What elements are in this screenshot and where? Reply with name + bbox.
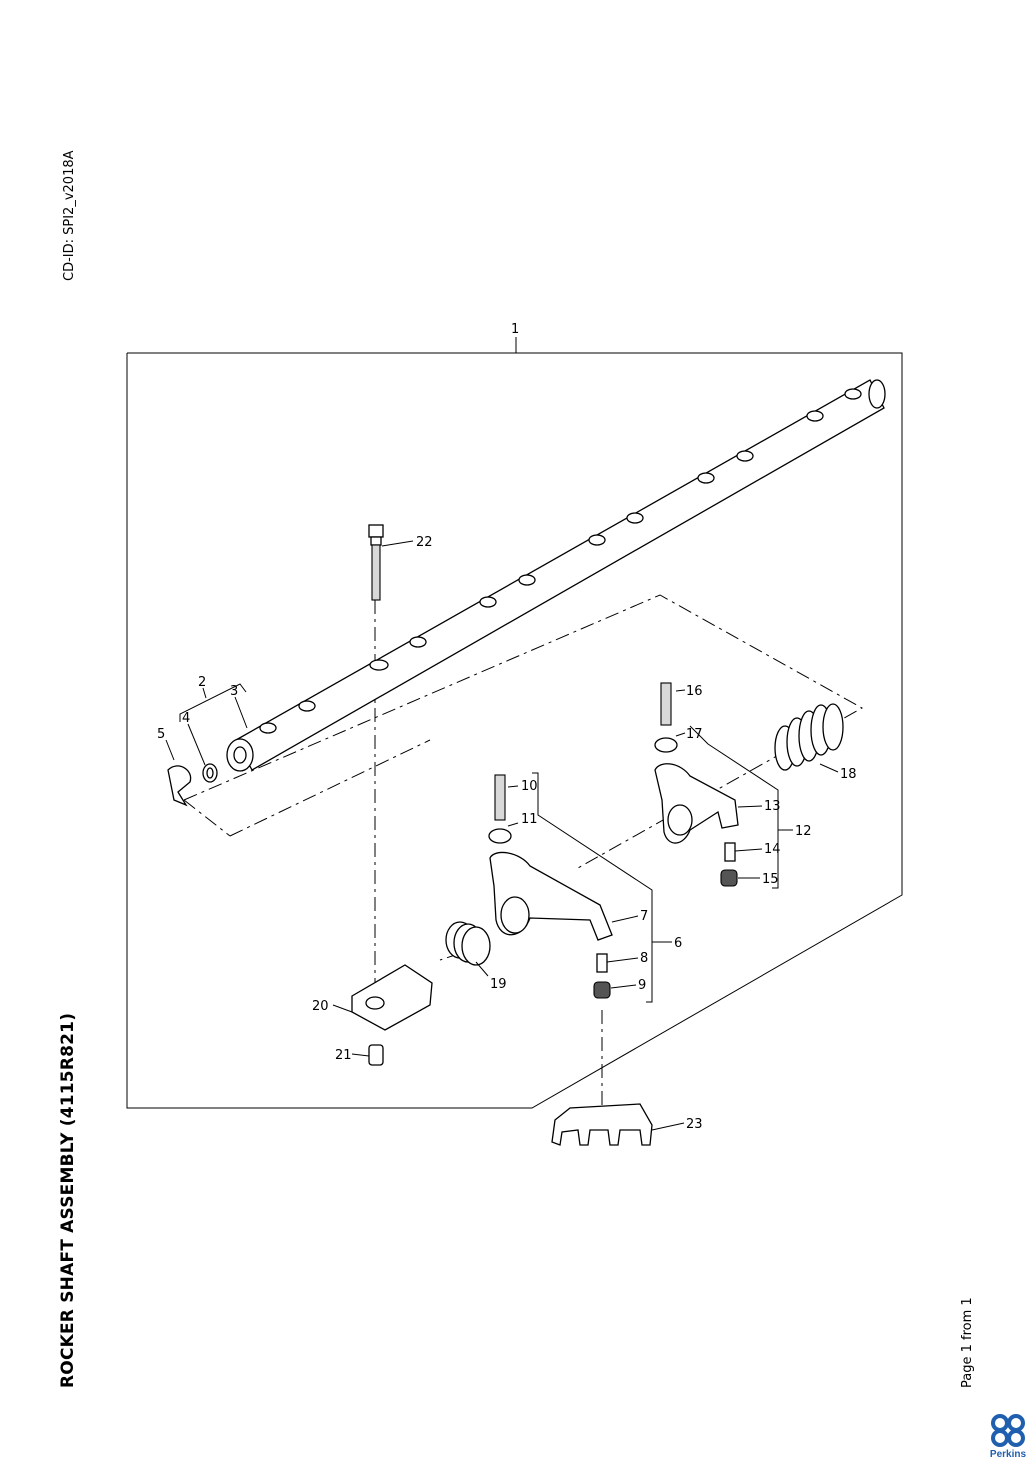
spring-part <box>774 703 844 771</box>
screw-part <box>596 953 608 973</box>
spring-part <box>445 921 491 966</box>
perkins-logo: Perkins <box>990 1414 1027 1460</box>
assembly-boundary <box>126 352 903 1109</box>
bracket-part <box>351 964 433 1031</box>
callout-5: 5 <box>157 727 165 742</box>
callout-22: 22 <box>416 535 433 550</box>
callout-10: 10 <box>521 779 538 794</box>
cap-part <box>720 869 738 887</box>
callout-20: 20 <box>312 999 329 1014</box>
callout-9: 9 <box>638 978 646 993</box>
callout-1: 1 <box>511 322 519 337</box>
clamp-part <box>551 1103 653 1146</box>
callout-13: 13 <box>764 799 781 814</box>
cap-part <box>593 981 611 999</box>
stud-part <box>660 682 672 726</box>
clip-part <box>167 765 192 807</box>
callout-8: 8 <box>640 951 648 966</box>
callout-15: 15 <box>762 872 779 887</box>
callout-21: 21 <box>335 1048 352 1063</box>
callout-2: 2 <box>198 675 206 690</box>
callout-23: 23 <box>686 1117 703 1132</box>
screw-part <box>724 842 736 862</box>
callout-7: 7 <box>640 909 648 924</box>
logo-wordmark: Perkins <box>990 1449 1027 1460</box>
rocker-arm-part <box>654 763 739 844</box>
callout-3: 3 <box>230 684 238 699</box>
nut-part <box>488 828 512 844</box>
callout-19: 19 <box>490 977 507 992</box>
nut-part <box>654 737 678 753</box>
callout-6: 6 <box>674 936 682 951</box>
callout-12: 12 <box>795 824 812 839</box>
callout-14: 14 <box>764 842 781 857</box>
callout-17: 17 <box>686 727 703 742</box>
rocker-shaft <box>226 379 886 772</box>
shaft-axis-line <box>183 594 864 869</box>
stud-part <box>494 774 506 821</box>
callout-18: 18 <box>840 767 857 782</box>
callout-16: 16 <box>686 684 703 699</box>
bolt-part <box>368 524 384 601</box>
callout-4: 4 <box>182 711 190 726</box>
dowel-part <box>368 1044 384 1066</box>
callout-11: 11 <box>521 812 538 827</box>
